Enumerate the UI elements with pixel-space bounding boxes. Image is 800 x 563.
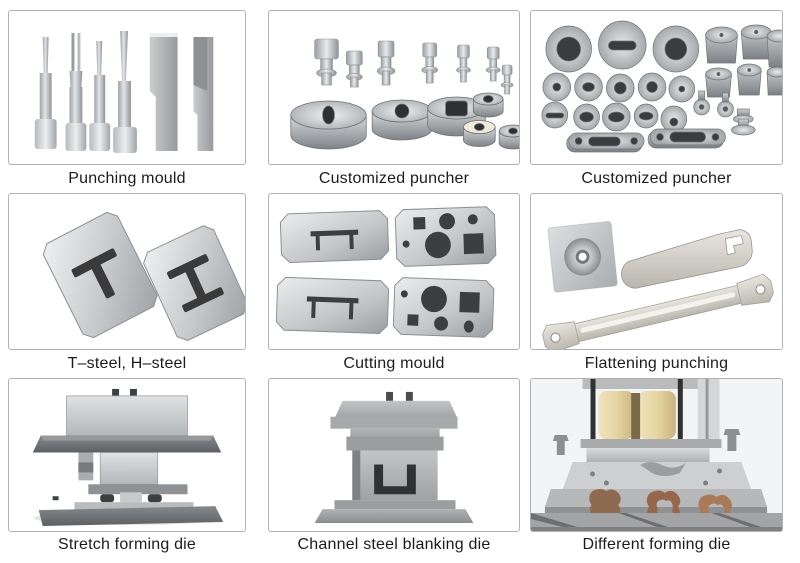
product-caption: Customized puncher [318, 170, 470, 187]
product-photo-die-discs [530, 10, 783, 165]
product-photo-channel-die [268, 378, 520, 532]
product-caption: Stretch forming die [57, 536, 197, 553]
cutting-plates-illustration [275, 206, 497, 338]
punch-pins-illustration [34, 31, 214, 153]
product-caption: Customized puncher [581, 170, 732, 187]
product-photo-flattened-parts [530, 193, 783, 350]
flattened-parts-illustration [542, 220, 774, 349]
product-photo-punch-pins [8, 10, 246, 165]
product-card-cutting-mould: Cutting mould [268, 193, 520, 378]
product-photo-die-buttons [268, 10, 520, 165]
product-photo-stretch-die [8, 378, 246, 532]
stretch-die-illustration [32, 388, 224, 527]
product-card-t-h-steel: T–steel, H–steel [8, 193, 246, 378]
product-caption: Different forming die [582, 536, 731, 553]
t-h-plates-illustration [42, 211, 245, 342]
product-caption: T–steel, H–steel [67, 355, 187, 372]
channel-die-illustration [314, 391, 474, 524]
product-card-stretch-forming-die: Stretch forming die [8, 378, 246, 556]
product-photo-forming-die [530, 378, 783, 532]
product-card-flattening-punching: Flattening punching [530, 193, 783, 378]
forming-die-illustration [531, 379, 782, 531]
product-card-customized-puncher-1: Customized puncher [268, 10, 520, 195]
die-discs-illustration [541, 20, 782, 153]
product-caption: Flattening punching [584, 355, 729, 372]
product-photo-t-h-plates [8, 193, 246, 350]
product-caption: Punching mould [68, 170, 186, 187]
product-card-customized-puncher-2: Customized puncher [530, 10, 783, 195]
die-buttons-illustration [290, 38, 519, 150]
product-card-different-forming-die: Different forming die [530, 378, 783, 556]
product-card-punching-mould: Punching mould [8, 10, 246, 195]
product-photo-cutting-plates [268, 193, 520, 350]
product-card-channel-blanking-die: Channel steel blanking die [268, 378, 520, 556]
product-caption: Cutting mould [343, 355, 445, 372]
product-caption: Channel steel blanking die [297, 536, 491, 553]
